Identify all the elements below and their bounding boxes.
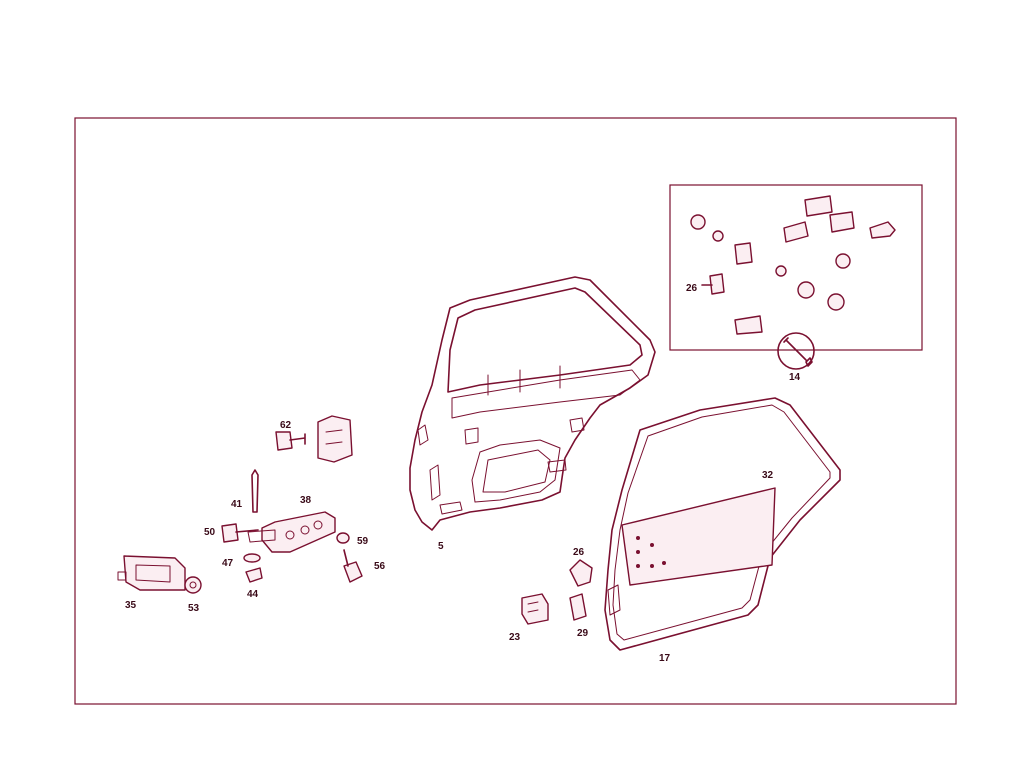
callout-62: 62: [280, 420, 292, 431]
callout-23: 23: [509, 632, 521, 643]
bolt-62: [275, 431, 306, 451]
callout-5: 5: [438, 541, 444, 552]
callout-41: 41: [231, 499, 243, 510]
washer-47: [243, 553, 261, 563]
door-shell: [409, 276, 656, 531]
kit-parts: [690, 195, 896, 335]
callout-14: 14: [789, 372, 801, 383]
bracket-23: [521, 593, 549, 625]
washer-59: [336, 532, 350, 544]
bracket-plate: [317, 415, 353, 463]
door-seal: [604, 397, 841, 651]
clip-44: [245, 567, 263, 583]
callout-56: 56: [374, 561, 386, 572]
clip-26: [569, 559, 593, 587]
callout-26-middle: 26: [573, 547, 585, 558]
diagram-frame: [74, 117, 957, 705]
callout-29: 29: [577, 628, 589, 639]
door-trim-panel: [607, 487, 776, 616]
callout-53: 53: [188, 603, 200, 614]
clip-29: [569, 593, 587, 621]
callout-35: 35: [125, 600, 137, 611]
callout-44: 44: [247, 589, 259, 600]
callout-32: 32: [762, 470, 774, 481]
callout-26-kit: 26: [686, 283, 698, 294]
nut-53: [184, 576, 202, 594]
callout-17: 17: [659, 653, 671, 664]
pin-41: [251, 469, 259, 513]
bolt-50: [221, 523, 259, 543]
bolt-56: [343, 549, 363, 583]
wrench-icon: [777, 332, 815, 370]
door-check-38: [247, 511, 336, 553]
callout-50: 50: [204, 527, 216, 538]
callout-38: 38: [300, 495, 312, 506]
callout-47: 47: [222, 558, 234, 569]
kit-inset-frame: [669, 184, 923, 351]
callout-59: 59: [357, 536, 369, 547]
lock-plate-35: [117, 555, 186, 591]
